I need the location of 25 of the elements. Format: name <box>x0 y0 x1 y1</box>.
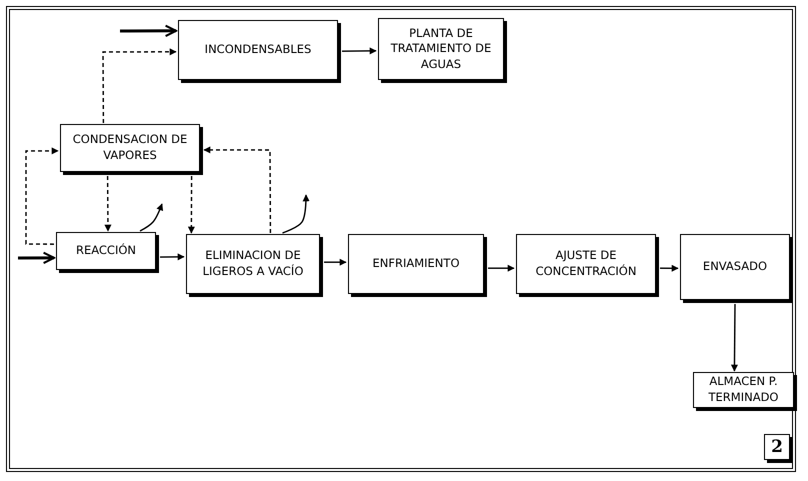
process-box: CONDENSACION DE VAPORES <box>60 124 200 172</box>
process-box: AJUSTE DE CONCENTRACIÓN <box>516 234 656 294</box>
arrow <box>324 258 347 266</box>
dashed-arrow <box>203 146 272 233</box>
process-box: ENFRIAMIENTO <box>348 234 484 294</box>
dashed-arrow <box>102 48 177 123</box>
dashed-arrow <box>188 176 195 234</box>
arrow <box>660 264 679 272</box>
process-box: INCONDENSABLES <box>178 20 338 80</box>
arrow <box>342 47 377 54</box>
dashed-arrow <box>104 176 112 232</box>
dashed-arrow <box>25 147 59 245</box>
page-number-box: 2 <box>764 434 790 460</box>
process-box: PLANTA DE TRATAMIENTO DE AGUAS <box>378 18 504 80</box>
arrow <box>282 194 310 234</box>
double-line-arrow <box>18 252 56 264</box>
process-box: REACCIÓN <box>56 232 156 270</box>
process-box: ELIMINACION DE LIGEROS A VACÍO <box>186 234 320 294</box>
process-box: ALMACEN P. TERMINADO <box>693 372 794 408</box>
arrow <box>160 253 185 260</box>
double-line-arrow <box>120 24 178 38</box>
process-box: ENVASADO <box>680 234 790 300</box>
arrow <box>730 304 738 372</box>
arrow <box>140 203 164 232</box>
arrow <box>488 264 515 272</box>
